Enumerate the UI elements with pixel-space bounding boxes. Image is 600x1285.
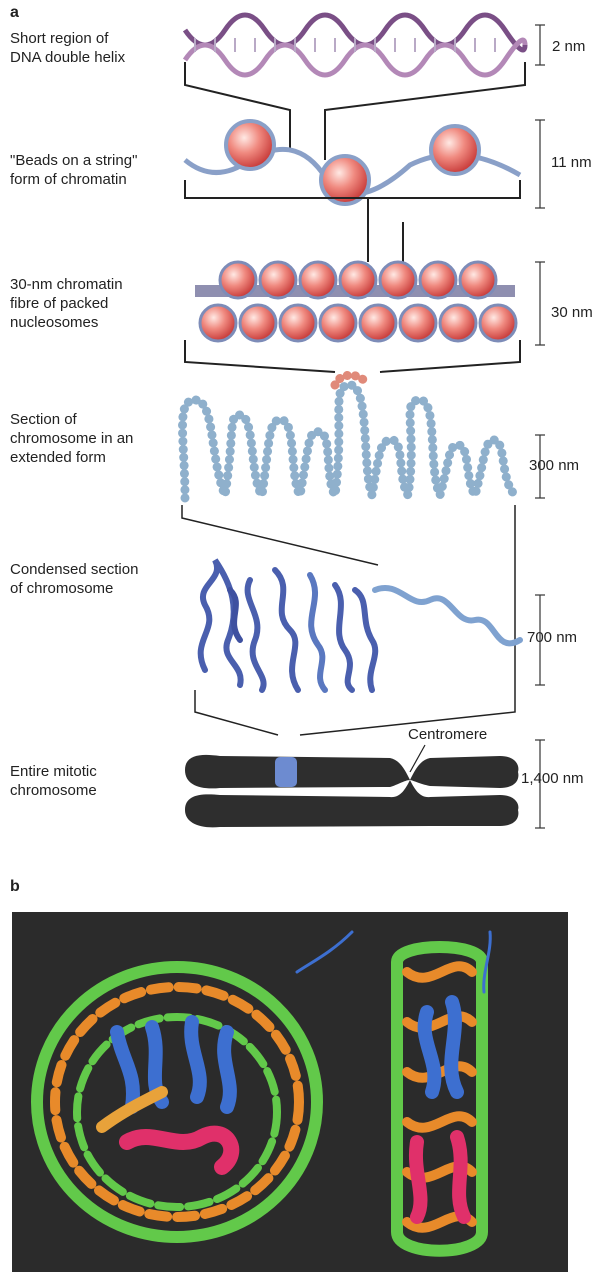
nucleosome-top-view [31,930,354,1243]
label-mitotic-chromosome: Entire mitotic chromosome [10,763,97,799]
scale-bar-300nm [535,434,545,499]
condensed-chromosome-section [197,558,523,693]
label-beads-on-string: "Beads on a string" form of chromatin [10,152,138,188]
condensed-region-highlight [275,757,297,787]
dna-double-helix [182,12,528,78]
label-extended-chromosome: Section of chromosome in an extended for… [10,411,134,466]
connector-5 [194,690,516,736]
scale-2nm: 2 nm [552,38,586,55]
connector-1 [184,62,526,160]
label-30nm-fibre: 30-nm chromatin fibre of packed nucleoso… [10,276,123,331]
nucleosome-bead [429,124,481,176]
nucleosome-structure-panel [12,912,568,1272]
scale-bar-1400nm [535,739,545,829]
chromatin-fibre-30nm [195,260,518,343]
mitotic-chromosome [185,744,519,828]
centromere-pointer [409,744,426,773]
chromatin-hierarchy-diagram [178,12,545,829]
scale-bar-700nm [535,594,545,686]
label-condensed-section: Condensed section of chromosome [10,561,139,597]
label-dna-helix: Short region of DNA double helix [10,30,126,66]
nucleosome-ribbon-models [31,930,492,1257]
connector-3 [184,340,521,373]
centromere-label: Centromere [408,726,488,743]
nucleosome-bead [319,154,371,206]
scale-bar-2nm [535,24,545,66]
beads-on-string [183,119,522,206]
scale-bar-11nm [535,119,545,209]
scale-1400nm: 1,400 nm [521,770,584,787]
nucleosome-side-view [391,930,492,1257]
connector-2 [184,180,521,262]
scale-300nm: 300 nm [529,457,580,474]
extended-chromosome-section [178,370,520,512]
connector-4 [181,505,516,690]
panel-a-letter: a [10,4,19,21]
nucleosome-bead [224,119,276,171]
scale-30nm: 30 nm [551,304,593,321]
scale-bar-30nm [535,261,545,346]
scale-11nm: 11 nm [551,154,592,171]
panel-b-letter: b [10,878,20,895]
